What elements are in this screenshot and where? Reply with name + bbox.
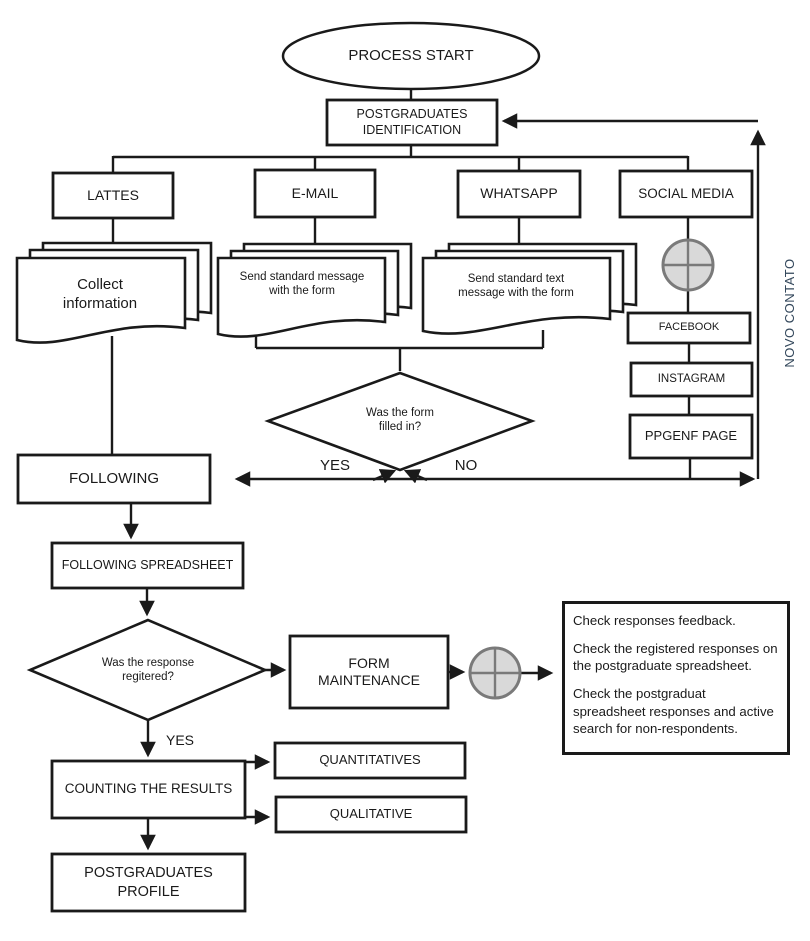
lattes-documents: [15, 241, 213, 344]
following-spreadsheet-box: [50, 541, 245, 590]
quantitatives-box: [273, 741, 467, 780]
lattes-box: [51, 171, 175, 220]
instagram-box: [629, 361, 754, 398]
counting-results-box: [50, 759, 247, 820]
ppgenf-page-box: [628, 413, 754, 460]
checklist-item: Check the registered responses on the po…: [573, 641, 778, 674]
checklist-item: Check the postgraduat spreadsheet respon…: [573, 686, 774, 736]
checklist-item: Check responses feedback.: [573, 613, 736, 628]
qualitative-box: [274, 795, 468, 834]
process-start-ellipse: [281, 21, 541, 91]
following-box: [16, 453, 212, 505]
email-documents: [216, 242, 413, 338]
postgraduates-profile-box: [50, 852, 247, 913]
social-media-box: [618, 169, 754, 219]
email-box: [253, 168, 377, 219]
form-maintenance-box: [288, 634, 450, 710]
whatsapp-documents: [421, 242, 638, 335]
facebook-box: [626, 311, 752, 345]
checklist-note-box: Check responses feedback. Check the regi…: [562, 601, 790, 755]
identification-box: [325, 98, 499, 147]
plus-connector-icon: [661, 238, 715, 292]
decision-response-diamond: [26, 618, 269, 722]
plus-connector-icon: [468, 646, 522, 700]
connectors: [110, 89, 766, 851]
decision-form-diamond: [264, 371, 536, 472]
whatsapp-box: [456, 169, 582, 219]
